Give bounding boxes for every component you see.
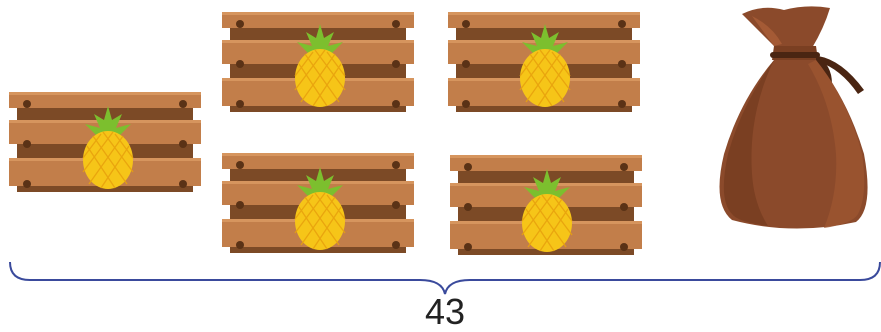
total-label: 43 [0, 294, 881, 330]
pineapple-crate [448, 12, 640, 120]
pineapple-crate [9, 92, 201, 200]
pineapple-crate [222, 12, 414, 120]
sack-icon [712, 4, 872, 236]
pineapple-crate [222, 153, 414, 261]
pineapple-crate [450, 155, 642, 263]
